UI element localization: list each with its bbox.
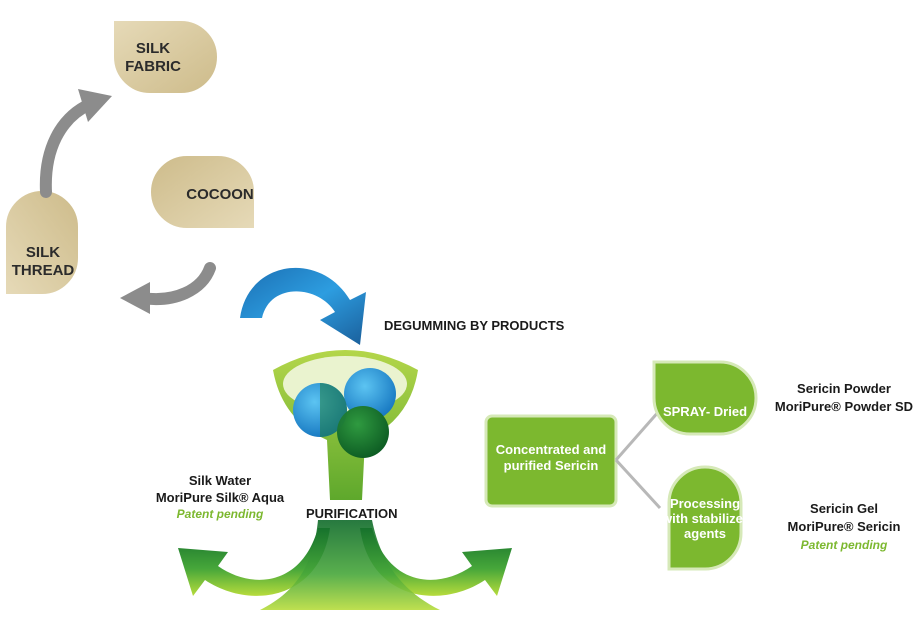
sericin-powder-name: Sericin Powder	[797, 381, 891, 396]
sericin-gel-note: Patent pending	[800, 538, 888, 552]
processing-label: Processing with stabilizer agents	[656, 496, 754, 541]
processing-drop	[667, 465, 743, 571]
silk-water-brand: MoriPure Silk® Aqua	[155, 490, 285, 505]
spray-dried-drop	[652, 360, 758, 436]
sericin-powder-block: Sericin Powder MoriPure® Powder SD	[770, 380, 918, 416]
blue-ball-left-overlap	[320, 383, 347, 437]
spray-dried-label: SPRAY- Dried	[662, 404, 748, 419]
sericin-powder-brand: MoriPure® Powder SD	[774, 399, 914, 414]
silk-fabric-drop	[112, 19, 219, 95]
silk-fabric-label: SILK FABRIC	[118, 40, 188, 76]
concentrated-line1: Concentrated and	[495, 442, 607, 457]
processing-line2: with stabilizer	[662, 511, 748, 526]
silk-fabric-line2: FABRIC	[125, 58, 181, 75]
arrow-thread-to-fabric	[39, 98, 96, 198]
processing-line1: Processing	[669, 496, 741, 511]
cocoon-drop	[149, 154, 256, 230]
arrow-cocoon-to-thread-head	[120, 282, 150, 314]
purification-label: PURIFICATION	[306, 506, 398, 521]
sericin-gel-block: Sericin Gel MoriPure® Sericin Patent pen…	[770, 500, 918, 554]
silk-water-block: Silk Water MoriPure Silk® Aqua Patent pe…	[140, 472, 300, 523]
sericin-gel-brand: MoriPure® Sericin	[787, 519, 901, 534]
green-arrow-left	[178, 528, 330, 596]
silk-thread-label: SILK THREAD	[8, 244, 78, 280]
arrow-thread-to-fabric-head	[78, 89, 112, 122]
arrow-cocoon-to-thread	[136, 262, 216, 305]
green-ball-bottom	[337, 406, 389, 458]
silk-thread-line2: THREAD	[11, 262, 75, 279]
concentrated-line2: purified Sericin	[503, 458, 599, 473]
blue-degumming-arrow	[240, 267, 366, 345]
silk-water-name: Silk Water	[188, 473, 252, 488]
sericin-gel-name: Sericin Gel	[810, 501, 878, 516]
silk-thread-line1: SILK	[25, 244, 61, 261]
silk-fabric-line1: SILK	[135, 40, 171, 57]
silk-thread-drop	[4, 189, 80, 296]
green-stem	[260, 520, 440, 610]
concentrated-label: Concentrated and purified Sericin	[486, 442, 616, 474]
silk-water-note: Patent pending	[176, 507, 264, 521]
connector-to-spray	[614, 409, 662, 461]
degumming-label: DEGUMMING BY PRODUCTS	[384, 318, 565, 333]
cocoon-label: COCOON	[186, 186, 254, 203]
connector-to-processing	[614, 458, 662, 510]
processing-line3: agents	[684, 526, 726, 541]
